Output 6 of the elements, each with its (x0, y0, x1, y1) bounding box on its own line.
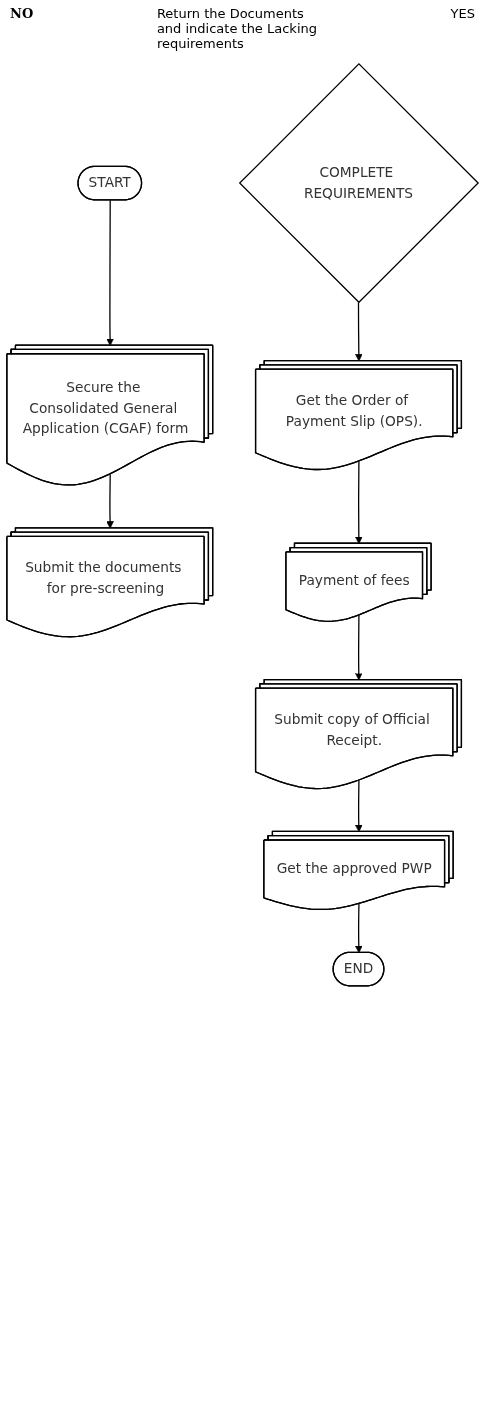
arrow (106, 199, 114, 346)
note-text: Return the Documents and indicate the Lacking requirements (156, 6, 318, 51)
branch-label: NO (10, 6, 34, 23)
arrow (355, 903, 363, 954)
branch-label: YES (450, 6, 475, 23)
node-diamond: COMPLETE REQUIREMENTS (238, 62, 480, 304)
